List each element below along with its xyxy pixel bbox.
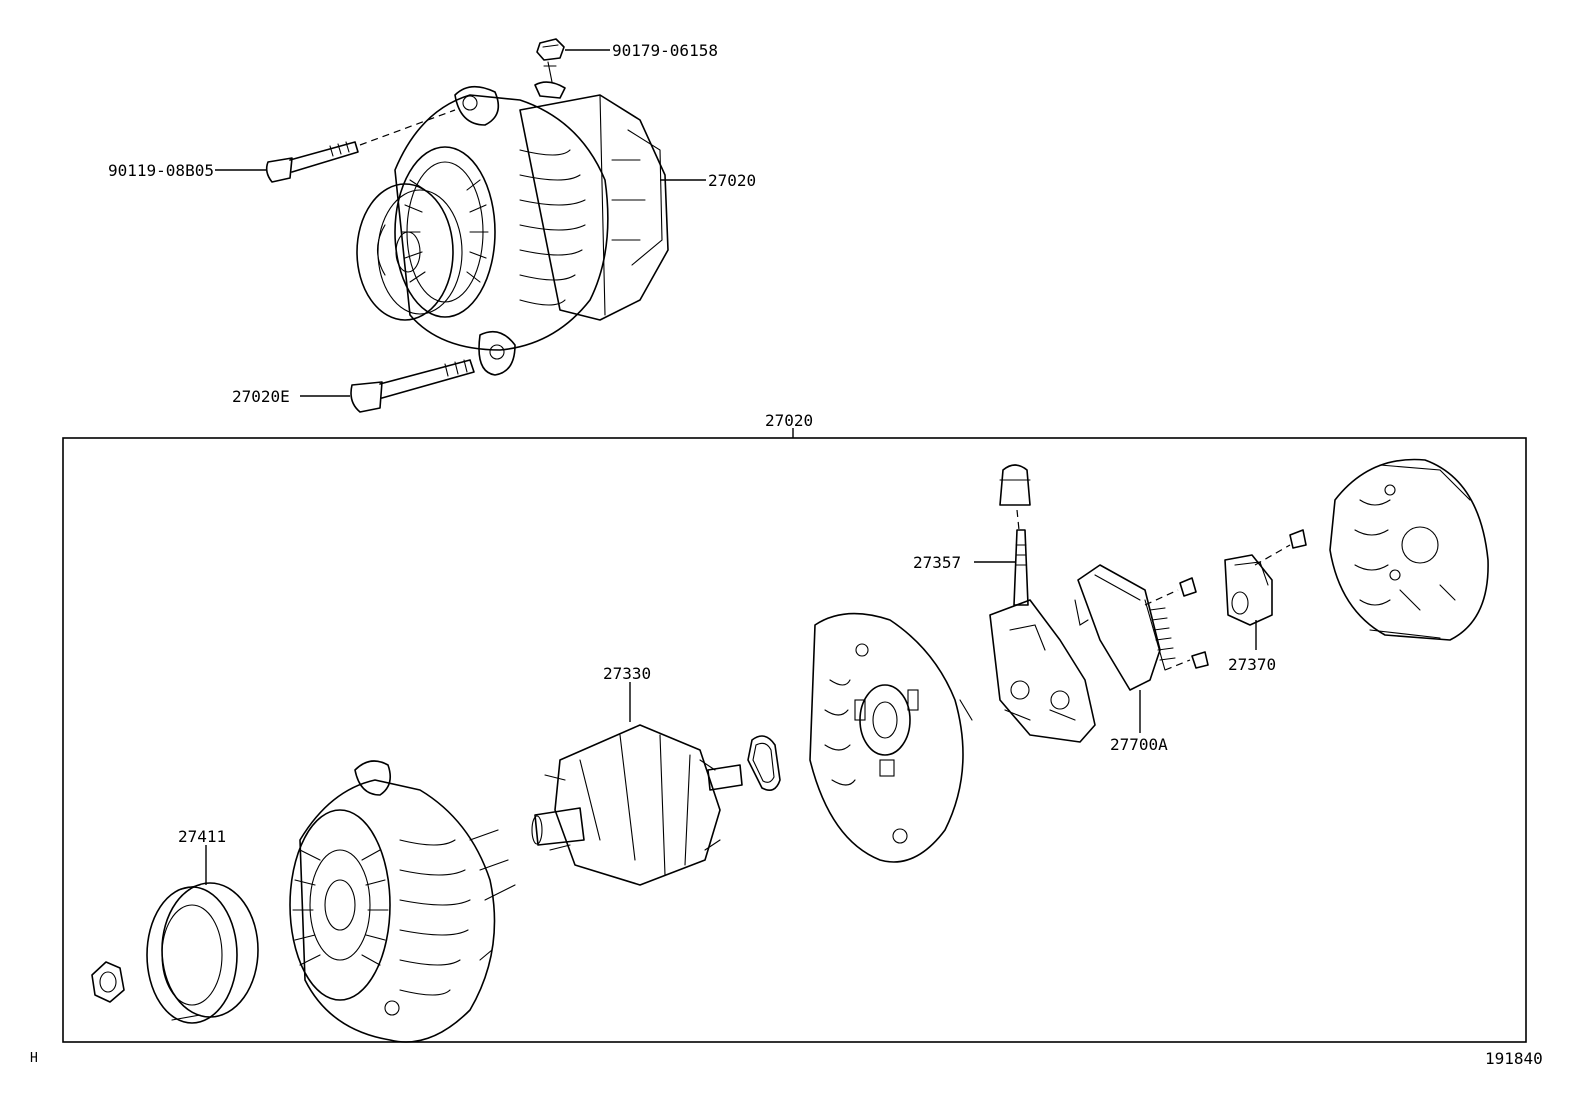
label-27020e: 27020E <box>232 387 290 406</box>
label-27411: 27411 <box>178 827 226 846</box>
end-frame-icon <box>809 612 973 863</box>
terminal-insulator-icon <box>999 464 1031 606</box>
diagram-id: 191840 <box>1485 1049 1543 1068</box>
bolt-icon <box>265 109 456 183</box>
label-27370: 27370 <box>1228 655 1276 674</box>
end-frame-icon <box>289 760 516 1043</box>
brush-holder-icon <box>1224 529 1307 626</box>
pulley-icon <box>146 882 259 1024</box>
label-27020-group: 27020 <box>765 411 813 430</box>
corner-mark-left: H <box>30 1051 38 1066</box>
exploded-group-frame <box>62 437 1527 1043</box>
label-27330: 27330 <box>603 664 651 683</box>
seal-ring-icon <box>747 735 781 791</box>
rear-cover-icon <box>1329 458 1489 641</box>
label-27357: 27357 <box>913 553 961 572</box>
rectifier-icon <box>989 599 1096 743</box>
rotor-icon <box>531 724 743 886</box>
nut-icon <box>91 961 125 1003</box>
nut-icon <box>536 38 565 61</box>
alternator-assembly-icon <box>356 61 669 376</box>
bolt-icon <box>350 359 475 413</box>
label-90119-08b05: 90119-08B05 <box>108 161 214 180</box>
regulator-icon <box>1074 564 1209 691</box>
label-27700a: 27700A <box>1110 735 1168 754</box>
label-27020-assembly: 27020 <box>708 171 756 190</box>
label-90179-06158: 90179-06158 <box>612 41 718 60</box>
